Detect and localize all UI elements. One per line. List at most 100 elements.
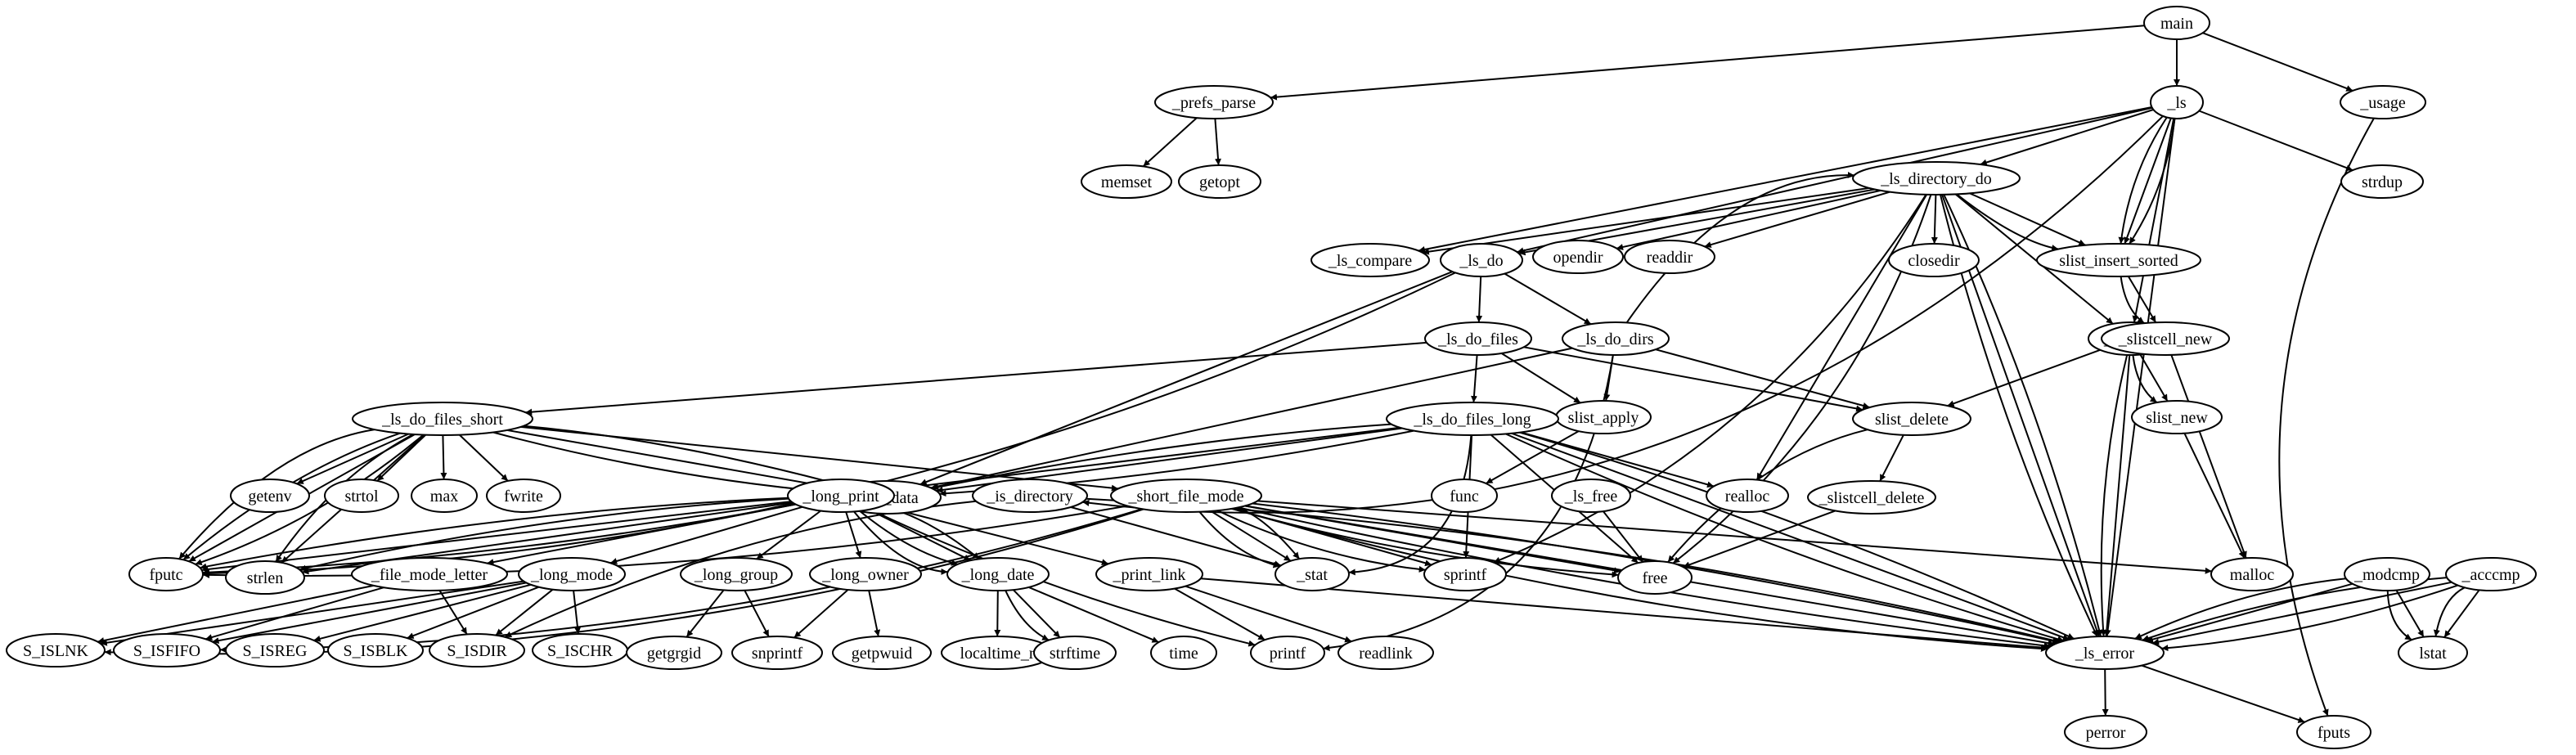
- node-fwrite[interactable]: fwrite: [486, 479, 561, 513]
- node-ls-error[interactable]: _ls_error: [2045, 636, 2165, 670]
- node-sprintf[interactable]: sprintf: [1423, 557, 1507, 591]
- edge-ls_do-to-ls_do_files: [1476, 276, 1483, 323]
- node-ls[interactable]: _ls: [2150, 85, 2204, 119]
- edge-file_mode_letter-to-S_ISLNK: [97, 584, 374, 644]
- edge-line: [1756, 194, 1928, 481]
- node-long-print[interactable]: _long_print: [787, 479, 895, 513]
- node-strftime[interactable]: strftime: [1033, 636, 1117, 670]
- node-S-ISBLK[interactable]: S_ISBLK: [327, 633, 424, 667]
- node-printf[interactable]: printf: [1250, 636, 1325, 670]
- edge-line: [459, 434, 509, 482]
- node-long-owner[interactable]: _long_owner: [809, 557, 922, 591]
- node-ellipse: [225, 633, 325, 667]
- node-ellipse: [1110, 479, 1262, 513]
- edge-line: [495, 588, 554, 636]
- node-file-mode-letter[interactable]: _file_mode_letter: [351, 557, 508, 591]
- edge-ls_do_files-to-slist_delete: [1523, 346, 1863, 412]
- node-getopt[interactable]: getopt: [1178, 164, 1261, 199]
- node-S-ISLNK[interactable]: S_ISLNK: [6, 633, 106, 667]
- node-ellipse: [1532, 240, 1624, 274]
- node-label: _ls_do_files_short: [381, 411, 503, 429]
- node-ls-do-files-short[interactable]: _ls_do_files_short: [352, 402, 533, 436]
- node-S-ISCHR[interactable]: S_ISCHR: [532, 633, 628, 667]
- node-long-group[interactable]: _long_group: [680, 557, 793, 591]
- node-S-ISREG[interactable]: S_ISREG: [225, 633, 325, 667]
- node-lstat[interactable]: lstat: [2398, 636, 2468, 670]
- node-slist-apply[interactable]: slist_apply: [1555, 400, 1652, 434]
- edge-line: [2124, 118, 2172, 245]
- node-free[interactable]: free: [1617, 560, 1693, 595]
- node-readdir[interactable]: readdir: [1624, 240, 1715, 274]
- node-memset[interactable]: memset: [1081, 164, 1172, 199]
- node-getenv[interactable]: getenv: [230, 479, 310, 513]
- edge-line: [881, 505, 1109, 566]
- node-ls-do-dirs[interactable]: _ls_do_dirs: [1562, 321, 1670, 356]
- node-ls-compare[interactable]: _ls_compare: [1310, 243, 1430, 277]
- edge-modcmp-to-lstat: [2395, 589, 2425, 638]
- node-strlen[interactable]: strlen: [225, 560, 305, 595]
- node-prefs-parse[interactable]: _prefs_parse: [1154, 85, 1274, 119]
- node-S-ISFIFO[interactable]: S_ISFIFO: [113, 633, 221, 667]
- node-realloc[interactable]: realloc: [1706, 479, 1789, 513]
- node-time[interactable]: time: [1150, 636, 1217, 670]
- node-is-directory[interactable]: _is_directory: [972, 479, 1088, 513]
- node-slist-delete[interactable]: slist_delete: [1852, 402, 1971, 436]
- edge-short_file_mode-to-ls_error: [1231, 507, 2048, 652]
- node-fputs[interactable]: fputs: [2296, 715, 2371, 749]
- node-print-link[interactable]: _print_link: [1095, 557, 1203, 591]
- edge-line: [868, 590, 881, 637]
- edge-line: [2129, 118, 2176, 245]
- edge-line: [2103, 354, 2131, 637]
- node-perror[interactable]: perror: [2064, 715, 2147, 749]
- node-ellipse: [1551, 479, 1631, 513]
- node-func[interactable]: func: [1431, 479, 1498, 513]
- node-ellipse: [1154, 85, 1274, 119]
- node-fputc[interactable]: fputc: [128, 557, 204, 591]
- node-strdup[interactable]: strdup: [2340, 164, 2424, 199]
- node-ls-do-files[interactable]: _ls_do_files: [1424, 321, 1532, 356]
- node-ls-do[interactable]: _ls_do: [1440, 243, 1523, 277]
- edge-line: [1616, 189, 1881, 250]
- node-getpwuid[interactable]: getpwuid: [832, 636, 932, 670]
- node-ls-do-files-long[interactable]: _ls_do_files_long: [1386, 402, 1559, 436]
- node-closedir[interactable]: closedir: [1888, 243, 1980, 277]
- node-label: _long_group: [694, 566, 778, 584]
- node-slist-insert-sorted[interactable]: slist_insert_sorted: [2036, 243, 2201, 277]
- node-max[interactable]: max: [411, 479, 478, 513]
- node-ls-directory-do[interactable]: _ls_directory_do: [1852, 161, 2021, 195]
- edge-slist_delete-to-slistcell_delete: [1879, 434, 1904, 482]
- edge-long_mode-to-S_ISBLK: [407, 586, 539, 640]
- node-acccmp[interactable]: _acccmp: [2445, 557, 2537, 591]
- node-slistcell-new[interactable]: _slistcell_new: [2101, 321, 2230, 356]
- node-opendir[interactable]: opendir: [1532, 240, 1624, 274]
- node-long-mode[interactable]: _long_mode: [518, 557, 626, 591]
- node-usage[interactable]: _usage: [2340, 85, 2426, 119]
- node-slist-new[interactable]: slist_new: [2131, 400, 2223, 434]
- node-readlink[interactable]: readlink: [1337, 636, 1434, 670]
- node-label: _ls_free: [1564, 488, 1618, 506]
- node-S-ISDIR[interactable]: S_ISDIR: [429, 633, 525, 667]
- edge-ls_do_files_long-to-ls_error: [1519, 431, 2075, 640]
- node-short-file-mode[interactable]: _short_file_mode: [1110, 479, 1262, 513]
- node-getgrgid[interactable]: getgrgid: [626, 636, 722, 670]
- node-snprintf[interactable]: snprintf: [731, 636, 823, 670]
- node-label: main: [2160, 15, 2193, 33]
- node-label: time: [1169, 645, 1198, 663]
- edge-modcmp-to-ls_error: [2146, 582, 2353, 643]
- node-label: _long_mode: [530, 566, 613, 584]
- node-slistcell-delete[interactable]: _slistcell_delete: [1807, 480, 1936, 515]
- edge-line: [2141, 664, 2305, 723]
- node-ls-free[interactable]: _ls_free: [1551, 479, 1631, 513]
- node-main[interactable]: main: [2143, 6, 2210, 40]
- node-label: fwrite: [504, 488, 543, 506]
- node-modcmp[interactable]: _modcmp: [2344, 557, 2430, 591]
- node-label: perror: [2086, 724, 2126, 742]
- node-strtol[interactable]: strtol: [324, 479, 399, 513]
- node-localtime-r[interactable]: localtime_r: [941, 636, 1054, 670]
- edge-line: [1956, 193, 2059, 251]
- node-ellipse: [2340, 164, 2424, 199]
- node-stat[interactable]: _stat: [1275, 557, 1350, 591]
- node-malloc[interactable]: malloc: [2210, 557, 2294, 591]
- edge-line: [1523, 346, 1863, 412]
- node-long-date[interactable]: _long_date: [946, 557, 1050, 591]
